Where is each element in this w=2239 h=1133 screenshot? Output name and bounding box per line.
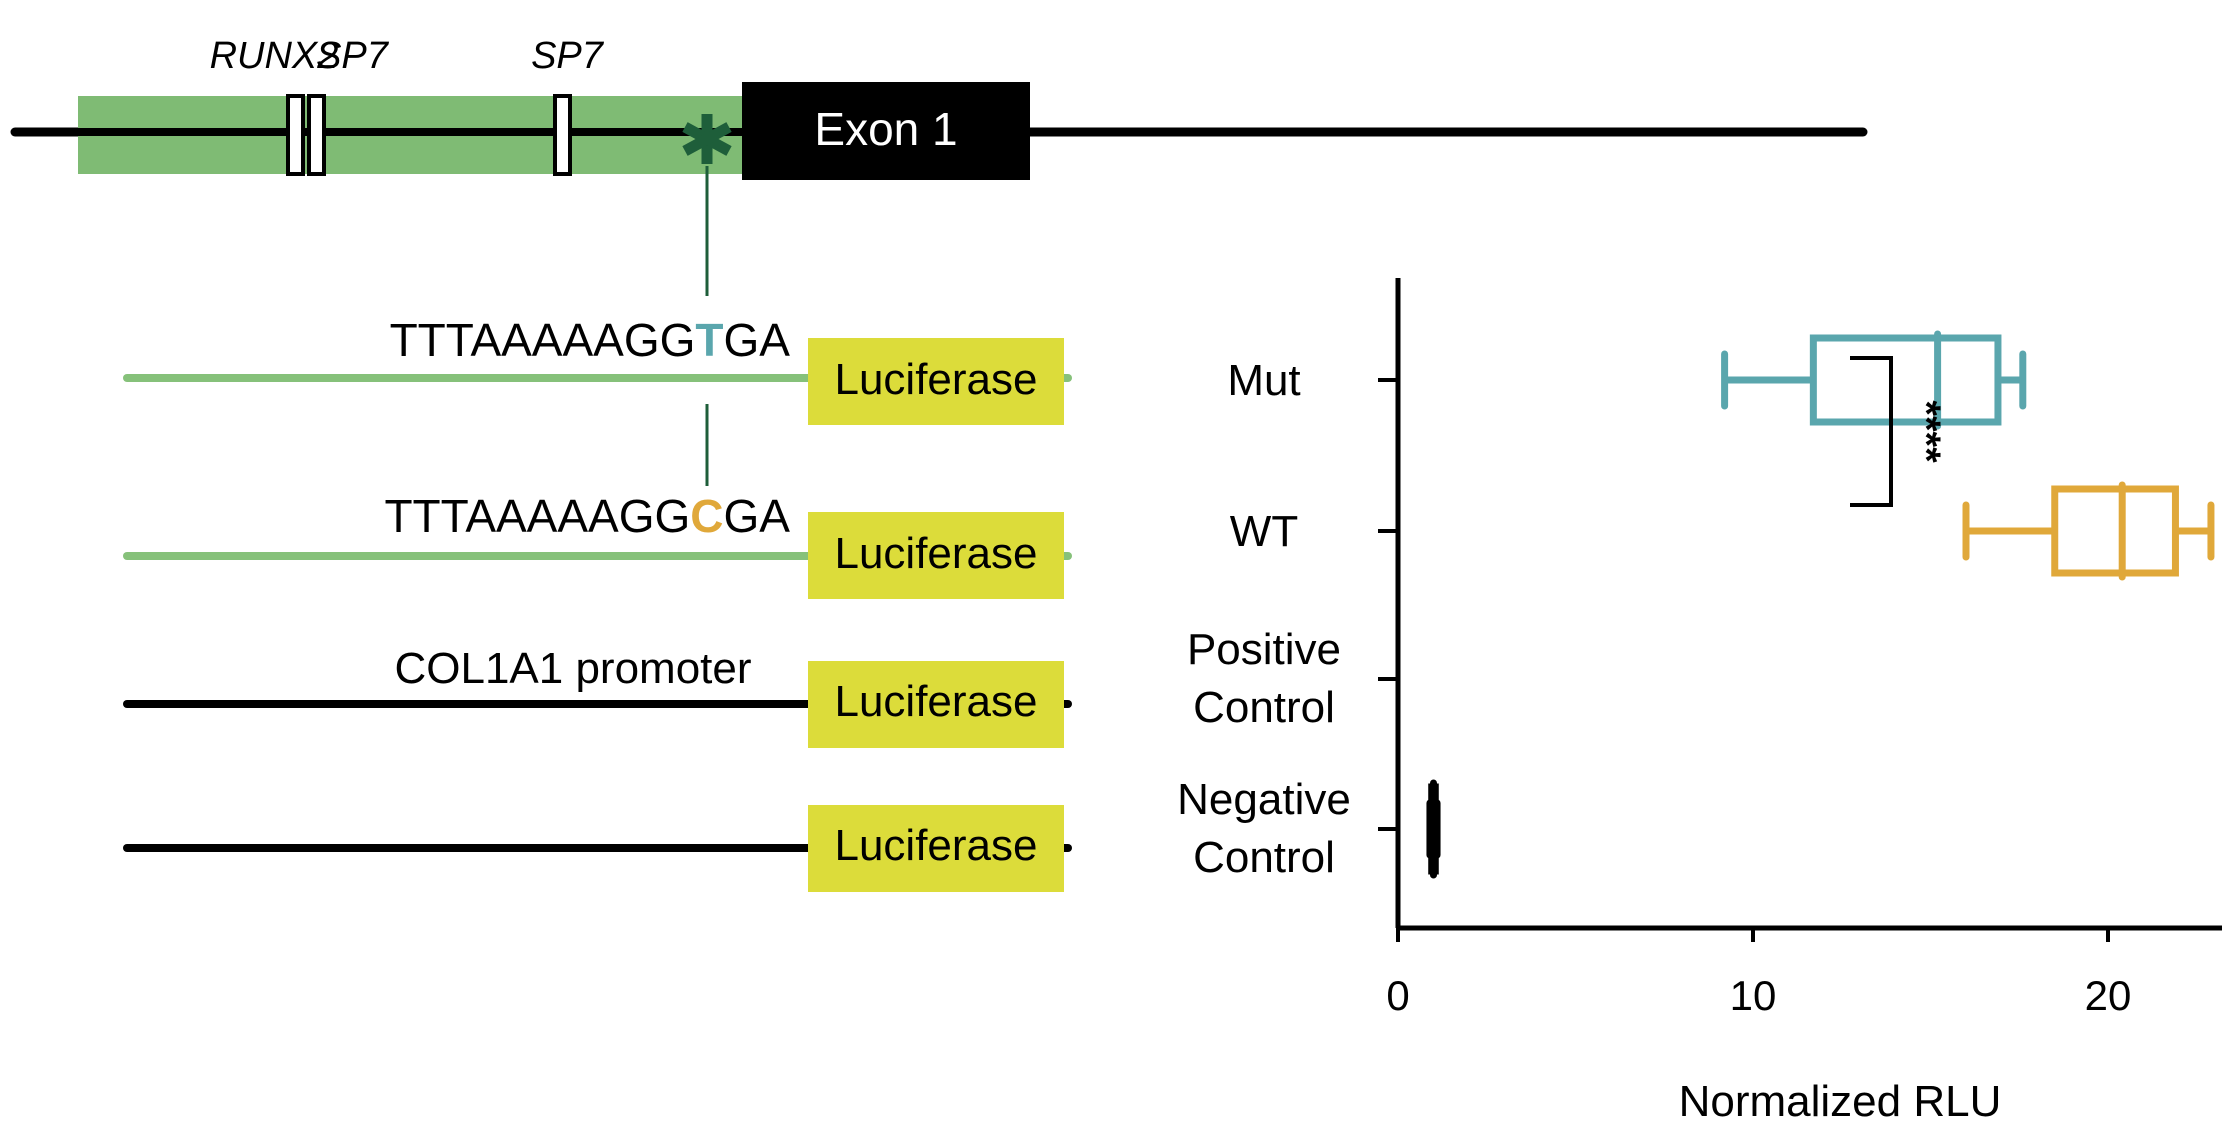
luciferase-label: Luciferase [834, 529, 1037, 578]
x-axis-ticks: 010203040 [1386, 928, 2132, 1019]
tf-site-label-sp7-a: SP7 [316, 35, 390, 77]
bracket-line [1850, 356, 1893, 507]
construct-mut: Luciferase TTTAAAAAGGTGA [123, 314, 1072, 425]
construct-negative-control: Luciferase [123, 805, 1072, 892]
sequence-variant-base: C [690, 490, 723, 542]
sp7-binding-site-2 [553, 94, 572, 176]
gene-schematic: RUNX2 SP7 SP7 Exon 1 [10, 35, 1868, 486]
y-tick-label: Mut [1227, 356, 1300, 405]
y-tick-label-line: Control [1193, 833, 1335, 882]
luciferase-label: Luciferase [834, 821, 1037, 870]
variant-asterisk-icon [682, 114, 732, 164]
sequence-prefix: TTTAAAAAGG [390, 314, 696, 366]
sequence-suffix: GA [724, 490, 791, 542]
construct-sequence: TTTAAAAAGGCGA [384, 490, 790, 542]
luciferase-label: Luciferase [834, 355, 1037, 404]
iqr-box [1809, 334, 2002, 426]
box-mut [1721, 330, 2027, 430]
x-tick-label: 10 [1730, 972, 1777, 1019]
x-axis-label: Normalized RLU [1679, 1077, 2002, 1126]
tf-site-label-runx2: RUNX2 [210, 35, 339, 77]
luciferase-label: Luciferase [834, 677, 1037, 726]
box-series [1426, 330, 2215, 879]
sequence-variant-base: T [695, 314, 723, 366]
promoter-label: COL1A1 promoter [394, 644, 751, 693]
sequence-suffix: GA [724, 314, 791, 366]
exon-label: Exon 1 [814, 103, 957, 155]
tf-site-label-sp7-b: SP7 [531, 35, 605, 77]
exon-box [742, 82, 1030, 180]
sequence-prefix: TTTAAAAAGG [384, 490, 690, 542]
luciferase-box [808, 338, 1064, 425]
x-tick-label: 0 [1386, 972, 1409, 1019]
sp7-binding-site-1 [307, 94, 326, 176]
runx2-binding-site [286, 94, 305, 176]
luciferase-box [808, 661, 1064, 748]
luciferase-box [808, 512, 1064, 599]
box-wt [1962, 481, 2215, 581]
luciferase-box [808, 805, 1064, 892]
significance-bracket: **** [1850, 356, 1948, 507]
y-tick-label: WT [1230, 507, 1298, 556]
construct-positive-control: Luciferase COL1A1 promoter [123, 644, 1072, 748]
construct-sequence: TTTAAAAAGGTGA [390, 314, 791, 366]
significance-stars: **** [1904, 400, 1948, 463]
iqr-box [2051, 485, 2179, 577]
construct-wt: Luciferase TTTAAAAAGGCGA [123, 490, 1072, 599]
y-tick-label-line: Control [1193, 683, 1335, 732]
x-tick-label: 20 [2085, 972, 2132, 1019]
y-tick-label-line: Negative [1177, 775, 1351, 824]
y-tick-label-line: Positive [1187, 625, 1341, 674]
box-negative-control [1426, 779, 1441, 879]
